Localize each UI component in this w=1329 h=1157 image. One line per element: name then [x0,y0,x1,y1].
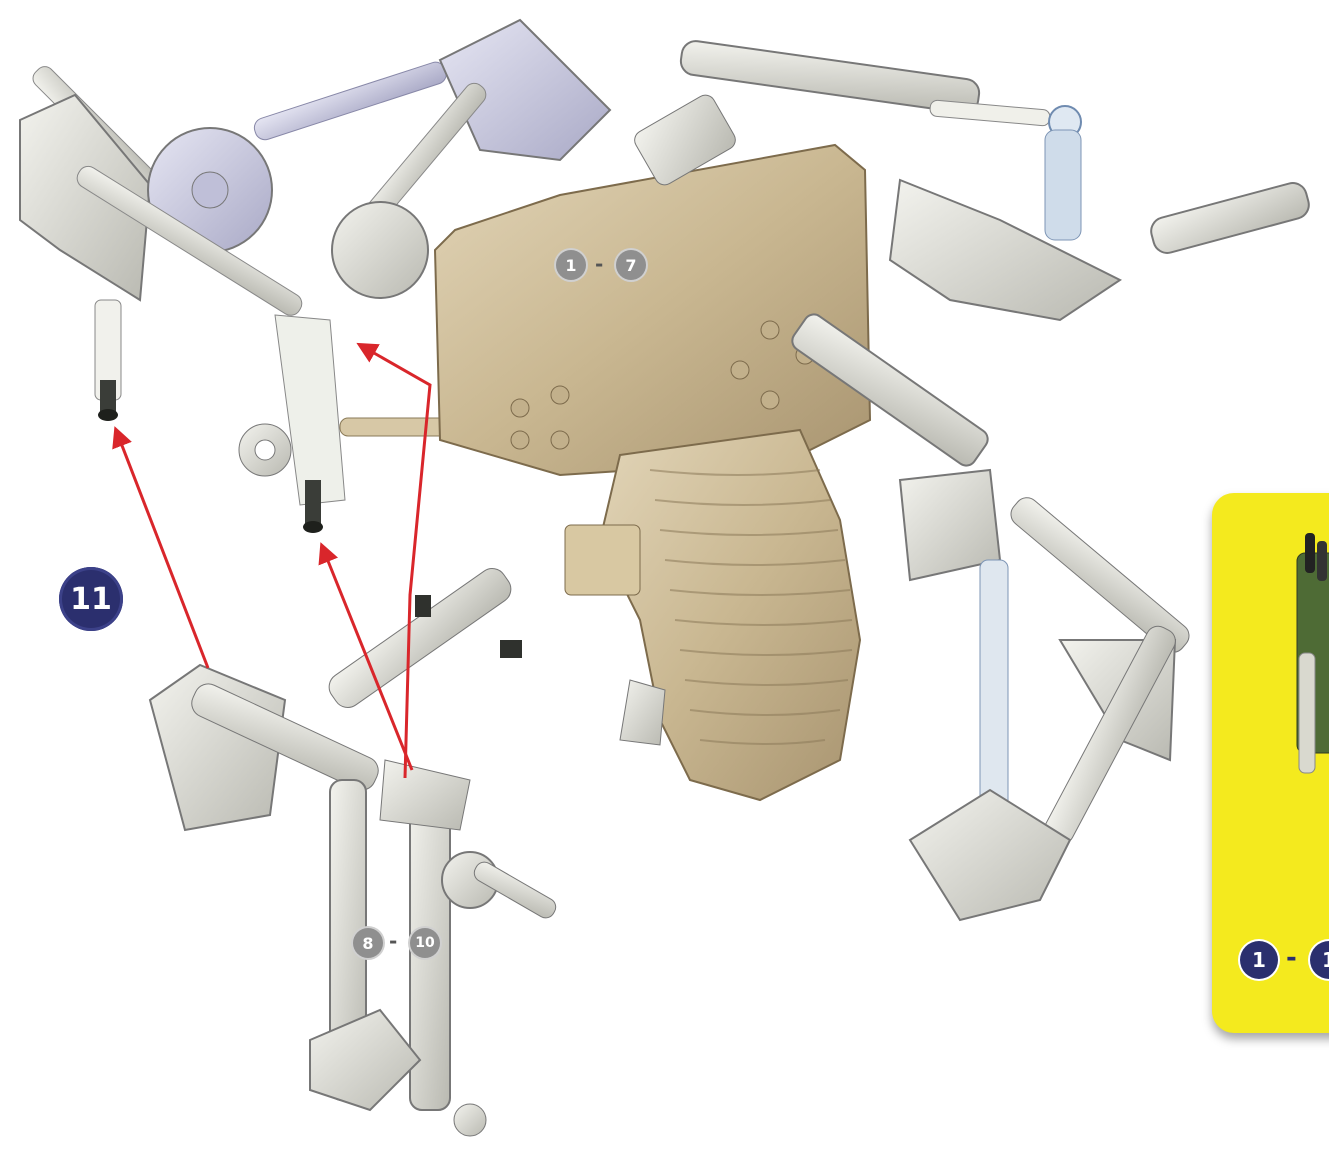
range-separator: - [595,252,603,276]
arrow-icon [360,345,430,778]
completed-model-panel: 1 - 1 [1212,493,1329,1033]
leg-assembly [150,563,559,1136]
panel-range-start-badge: 1 [1240,941,1278,979]
gun-body [435,145,870,800]
range-start-badge: 8 [353,928,383,958]
panel-range-separator: - [1286,943,1297,973]
range-separator: - [389,929,397,953]
step-number-badge: 11 [59,567,123,631]
range-end-badge: 10 [410,928,440,958]
arrow-icon [116,430,208,668]
range-start-badge: 1 [556,250,586,280]
panel-range-end-badge: 1 [1310,941,1329,979]
completed-model-preview [1277,533,1329,793]
range-end-badge: 7 [616,250,646,280]
